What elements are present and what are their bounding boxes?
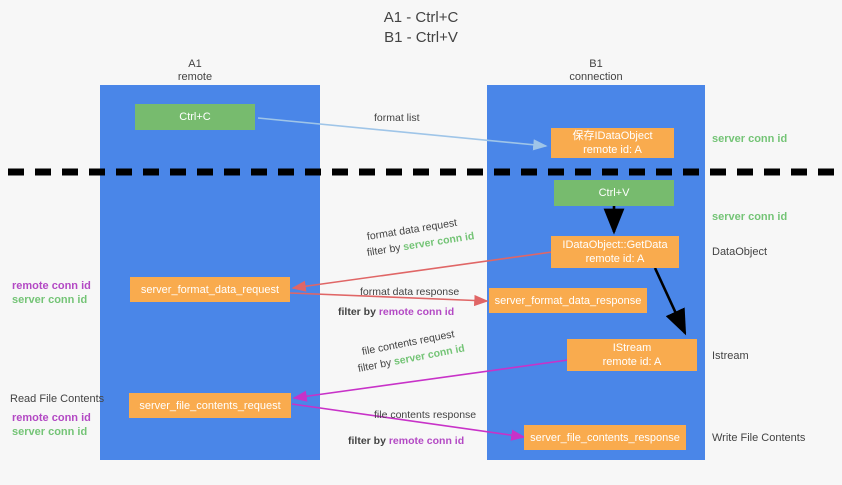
edge-label-format-data-response-filter: filter by remote conn id <box>338 305 454 319</box>
lane-b1-sub: connection <box>569 71 623 83</box>
right-label-server-conn-id-mid: server conn id <box>712 211 788 223</box>
left-label-server-conn-id-1: server conn id <box>12 294 88 306</box>
box-ctrl-c-line1: Ctrl+C <box>179 111 211 123</box>
edge-label-format-list: format list <box>374 112 420 124</box>
box-server-file-contents-response-label: server_file_contents_response <box>530 431 680 444</box>
box-istream[interactable]: IStream remote id: A <box>567 339 697 371</box>
left-label-server-conn-id-2: server conn id <box>12 426 88 438</box>
box-ctrl-v-line1: Ctrl+V <box>598 187 630 199</box>
edge-label-file-contents-response: file contents response <box>374 409 477 421</box>
box-getdata-line2: remote id: A <box>585 253 645 265</box>
filter-key-remote-conn-id-1: remote conn id <box>378 306 455 318</box>
title-line-2: B1 - Ctrl+V <box>384 29 458 46</box>
right-label-dataobject: DataObject <box>712 246 768 258</box>
left-label-remote-conn-id-2: remote conn id <box>12 412 91 424</box>
box-istream-line2: remote id: A <box>602 356 662 368</box>
lane-header-b1: B1 connection <box>521 58 671 84</box>
filter-key-remote-conn-id-2: remote conn id <box>388 435 465 447</box>
box-server-file-contents-request-label: server_file_contents_request <box>139 399 281 412</box>
right-label-istream: Istream <box>712 350 749 362</box>
left-label-group-format: remote conn id server conn id <box>12 279 91 307</box>
box-server-format-data-request[interactable]: server_format_data_request <box>130 277 290 302</box>
filter-prefix-1: filter by <box>366 241 405 259</box>
lane-b1-name: B1 <box>589 58 603 70</box>
lane-a1-name: A1 <box>188 58 202 70</box>
lane-a1-sub: remote <box>177 71 213 83</box>
right-label-write-file-contents: Write File Contents <box>712 432 806 444</box>
left-label-remote-conn-id-1: remote conn id <box>12 280 91 292</box>
box-server-format-data-request-label: server_format_data_request <box>140 283 280 296</box>
box-getdata-line1: IDataObject::GetData <box>562 239 668 251</box>
box-server-format-data-response-label: server_format_data_response <box>494 294 642 307</box>
box-save-idataobject[interactable]: 保存IDataObject remote id: A <box>551 128 674 158</box>
filter-prefix-4: filter by <box>348 435 389 447</box>
edge-label-format-data-response: format data response <box>360 286 460 298</box>
box-istream-line1: IStream <box>612 342 652 354</box>
box-ctrl-v[interactable]: Ctrl+V <box>554 180 674 206</box>
box-server-file-contents-response[interactable]: server_file_contents_response <box>524 425 686 450</box>
box-server-file-contents-request[interactable]: server_file_contents_request <box>129 393 291 418</box>
edge-label-file-contents-response-filter: filter by remote conn id <box>348 434 464 448</box>
box-save-idataobject-line1: 保存IDataObject <box>572 130 653 142</box>
right-label-server-conn-id-top: server conn id <box>712 133 788 145</box>
left-label-read-file-contents: Read File Contents <box>10 393 105 405</box>
box-save-idataobject-line2: remote id: A <box>583 144 642 156</box>
lane-header-a1: A1 remote <box>120 58 270 84</box>
title-line-1: A1 - Ctrl+C <box>383 9 459 26</box>
left-label-group-file: remote conn id server conn id <box>12 411 91 439</box>
filter-prefix-2: filter by <box>338 306 379 318</box>
box-ctrl-c[interactable]: Ctrl+C <box>135 104 255 130</box>
box-server-format-data-response[interactable]: server_format_data_response <box>489 288 647 313</box>
page-title: A1 - Ctrl+C B1 - Ctrl+V <box>0 8 842 48</box>
box-idataobject-getdata[interactable]: IDataObject::GetData remote id: A <box>551 236 679 268</box>
